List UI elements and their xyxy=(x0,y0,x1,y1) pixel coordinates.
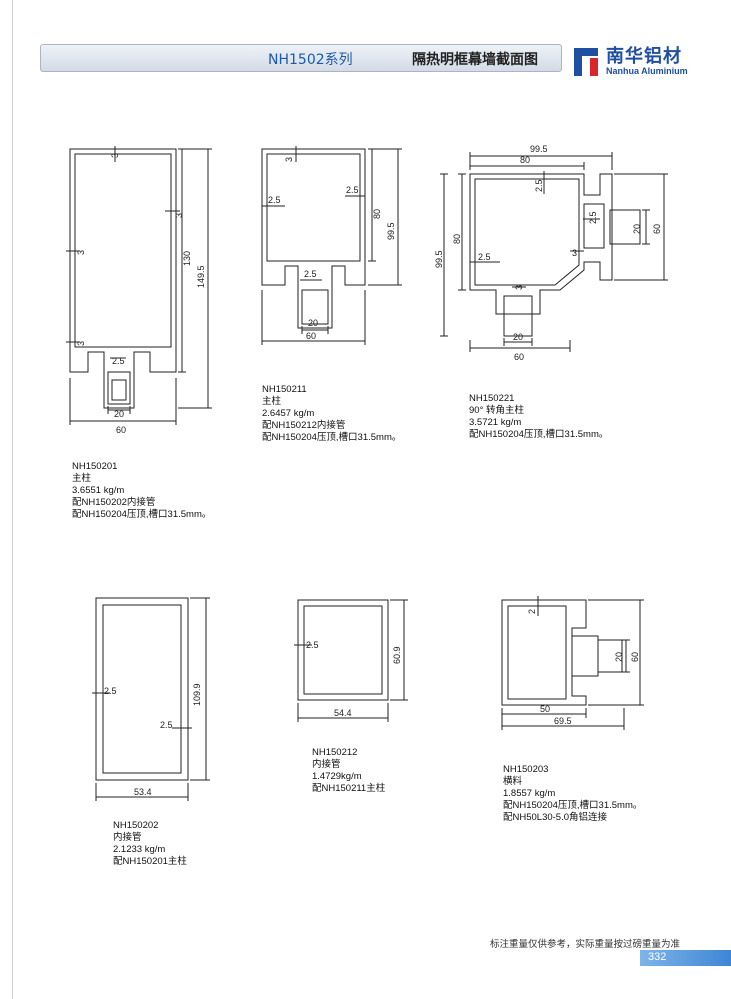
profile-nh150202-drawing xyxy=(92,597,210,801)
dim-label: 2.5 xyxy=(304,269,317,279)
dim-label: 60 xyxy=(652,224,662,234)
profile-name: 主柱 xyxy=(262,396,282,407)
page-title: 隔热明框幕墙截面图 xyxy=(412,52,538,68)
dim-label: 53.4 xyxy=(134,787,152,797)
dimension-labels: 3 3 3 3 2.5 130 149.5 20 60 3 2.5 2.5 80… xyxy=(76,144,662,797)
profile-weight: 2.6457 kg/m xyxy=(262,408,315,419)
dim-label: 3 xyxy=(110,153,120,158)
dim-label: 3 xyxy=(76,341,86,346)
profile-nh150211-drawing xyxy=(261,146,402,345)
dim-label: 20 xyxy=(614,652,624,662)
dim-label: 3 xyxy=(284,157,294,162)
profile-code: NH150203 xyxy=(503,764,549,775)
dim-label: 3 xyxy=(174,213,184,218)
profile-weight: 3.6551 kg/m xyxy=(72,485,125,496)
caption-nh150202: NH150202 内接管 2.1233 kg/m 配NH150201主柱 xyxy=(113,820,187,868)
dim-label: 60.9 xyxy=(392,646,402,664)
logo-mark-icon xyxy=(574,48,598,76)
profile-code: NH150221 xyxy=(469,393,515,404)
dim-label: 60 xyxy=(630,652,640,662)
profile-note: 配NH150204压顶,槽口31.5mm。 xyxy=(72,509,212,520)
dim-label: 99.5 xyxy=(434,250,444,268)
profile-name: 横料 xyxy=(503,776,523,787)
profile-note: 配NH150204压顶,槽口31.5mm。 xyxy=(503,800,643,811)
profile-code: NH150201 xyxy=(72,461,118,472)
caption-nh150212: NH150212 内接管 1.4729kg/m 配NH150211主柱 xyxy=(312,747,385,795)
dim-label: 80 xyxy=(452,234,462,244)
profile-name: 90° 转角主柱 xyxy=(469,405,525,416)
logo-chinese-name: 南华铝材 xyxy=(606,46,682,67)
dim-label: 149.5 xyxy=(196,265,206,288)
profile-code: NH150211 xyxy=(262,384,307,395)
profile-note: 配NH50L30-5.0角铝连接 xyxy=(503,812,608,823)
page-margin-rule xyxy=(12,0,13,999)
profile-nh150221-drawing xyxy=(440,152,668,352)
profile-note: 配NH150211主柱 xyxy=(312,783,386,794)
caption-nh150201: NH150201 主柱 3.6551 kg/m 配NH150202内接管 配NH… xyxy=(72,461,211,521)
profile-note: 配NH150202内接管 xyxy=(72,497,156,508)
dim-label: 20 xyxy=(308,318,318,328)
profile-nh150212-drawing xyxy=(294,599,408,722)
dim-label: 2.5 xyxy=(534,179,544,192)
logo-english-name: Nanhua Aluminium xyxy=(606,66,688,76)
dim-label: 3 xyxy=(76,250,86,255)
profile-name: 内接管 xyxy=(113,832,142,843)
dim-label: 54.4 xyxy=(334,708,352,718)
dim-label: 60 xyxy=(116,425,126,435)
profile-note: 配NH150204压顶,槽口31.5mm。 xyxy=(262,432,402,443)
profile-name: 内接管 xyxy=(312,759,341,770)
page-number: 332 xyxy=(648,951,667,963)
series-label: NH1502系列 xyxy=(268,52,353,68)
dim-label: 20 xyxy=(632,224,642,234)
dim-label: 2.5 xyxy=(346,185,359,195)
dim-label: 50 xyxy=(540,704,550,714)
profile-weight: 1.8557 kg/m xyxy=(503,788,556,799)
dim-label: 20 xyxy=(114,409,124,419)
company-logo: 南华铝材 Nanhua Aluminium xyxy=(572,42,722,82)
profile-code: NH150202 xyxy=(113,820,159,831)
dim-label: 20 xyxy=(513,332,523,342)
dim-label: 3 xyxy=(572,248,577,258)
dim-label: 80 xyxy=(372,209,382,219)
dim-label: 2.5 xyxy=(268,195,281,205)
profile-note: 配NH150204压顶,槽口31.5mm。 xyxy=(469,429,609,440)
weight-disclaimer: 标注重量仅供参考，实际重量按过磅重量为准 xyxy=(490,939,681,950)
dim-label: 99.5 xyxy=(530,144,548,154)
dim-label: 109.9 xyxy=(192,683,202,706)
dim-label: 80 xyxy=(520,155,530,165)
profile-note: 配NH150212内接管 xyxy=(262,420,346,431)
page-number-bar xyxy=(640,950,731,966)
dim-label: 69.5 xyxy=(554,716,572,726)
dim-label: 2.5 xyxy=(160,720,173,730)
dim-label: 130 xyxy=(182,251,192,266)
caption-nh150221: NH150221 90° 转角主柱 3.5721 kg/m 配NH150204压… xyxy=(469,393,608,441)
dim-label: 3 xyxy=(514,285,524,290)
profile-note: 配NH150201主柱 xyxy=(113,856,187,867)
caption-nh150211: NH150211 主柱 2.6457 kg/m 配NH150212内接管 配NH… xyxy=(262,384,401,444)
profile-name: 主柱 xyxy=(72,473,92,484)
dim-label: 2.5 xyxy=(306,640,319,650)
dim-label: 60 xyxy=(306,331,316,341)
dim-label: 2.5 xyxy=(112,356,125,366)
profile-weight: 1.4729kg/m xyxy=(312,771,362,782)
caption-nh150203: NH150203 横料 1.8557 kg/m 配NH150204压顶,槽口31… xyxy=(503,764,642,824)
dim-label: 2.5 xyxy=(478,252,491,262)
dim-label: 2 xyxy=(527,609,537,614)
dim-label: 2.5 xyxy=(588,211,598,224)
profile-weight: 2.1233 kg/m xyxy=(113,844,166,855)
dim-label: 60 xyxy=(514,352,524,362)
profile-nh150203-drawing xyxy=(501,596,644,730)
dim-label: 2.5 xyxy=(104,686,117,696)
dim-label: 99.5 xyxy=(386,222,396,240)
header-banner xyxy=(40,44,562,72)
profile-weight: 3.5721 kg/m xyxy=(469,417,522,428)
profile-nh150201-drawing xyxy=(66,146,212,425)
profile-code: NH150212 xyxy=(312,747,358,758)
